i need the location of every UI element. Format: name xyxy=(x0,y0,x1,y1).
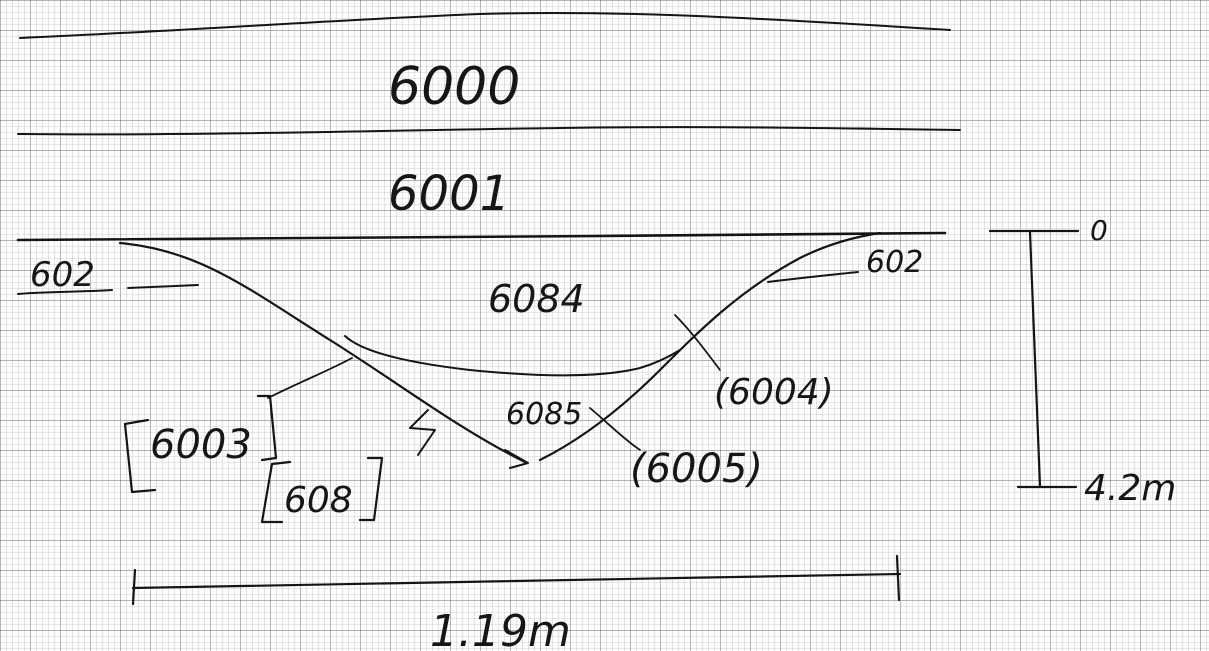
bracket-608-left xyxy=(260,460,292,524)
context-6085-label: 6085 xyxy=(506,397,582,432)
bracket-6003-right xyxy=(256,394,278,462)
horizontal-scale-label: 1.19m xyxy=(430,606,571,651)
leader-6005 xyxy=(589,407,641,451)
vertical-scale-bar xyxy=(1028,230,1042,488)
left-edge-dash xyxy=(127,284,199,289)
right-edge-dash xyxy=(767,271,859,283)
horizontal-scale-bar xyxy=(131,572,902,590)
context-6003-label: 6003 xyxy=(150,422,252,468)
context-6084-label: 6084 xyxy=(488,277,585,321)
vertical-scale-bottom-label: 4.2m xyxy=(1084,468,1176,509)
left-602-underline xyxy=(17,289,113,295)
context-6001-label: 6001 xyxy=(388,166,510,222)
vertical-scale-top-label: 0 xyxy=(1090,214,1108,247)
cut-profile-outer xyxy=(118,241,527,464)
horizontal-scale-right-tick xyxy=(895,554,901,602)
leader-6004 xyxy=(674,314,721,371)
fill-6084-lower-boundary xyxy=(344,335,681,377)
context-602-right-label: 602 xyxy=(866,245,923,280)
horizontal-scale-left-tick xyxy=(131,568,137,606)
context-6005-label: (6005) xyxy=(630,446,763,492)
boundary-6001-cut xyxy=(16,231,947,242)
boundary-6000-6001 xyxy=(17,126,961,136)
bracket-6003-left xyxy=(123,418,157,494)
bracket-608-right xyxy=(358,456,384,522)
cut-profile-right xyxy=(538,231,882,462)
leader-6003 xyxy=(267,357,353,399)
arrow-head-left-cut xyxy=(504,449,529,469)
context-6004-label: (6004) xyxy=(714,372,834,413)
break-zigzag xyxy=(409,409,436,456)
context-6000-label: 6000 xyxy=(388,57,520,117)
context-608-label: 608 xyxy=(284,480,353,521)
context-602-left-label: 602 xyxy=(30,255,95,295)
top-boundary-line xyxy=(19,11,951,39)
